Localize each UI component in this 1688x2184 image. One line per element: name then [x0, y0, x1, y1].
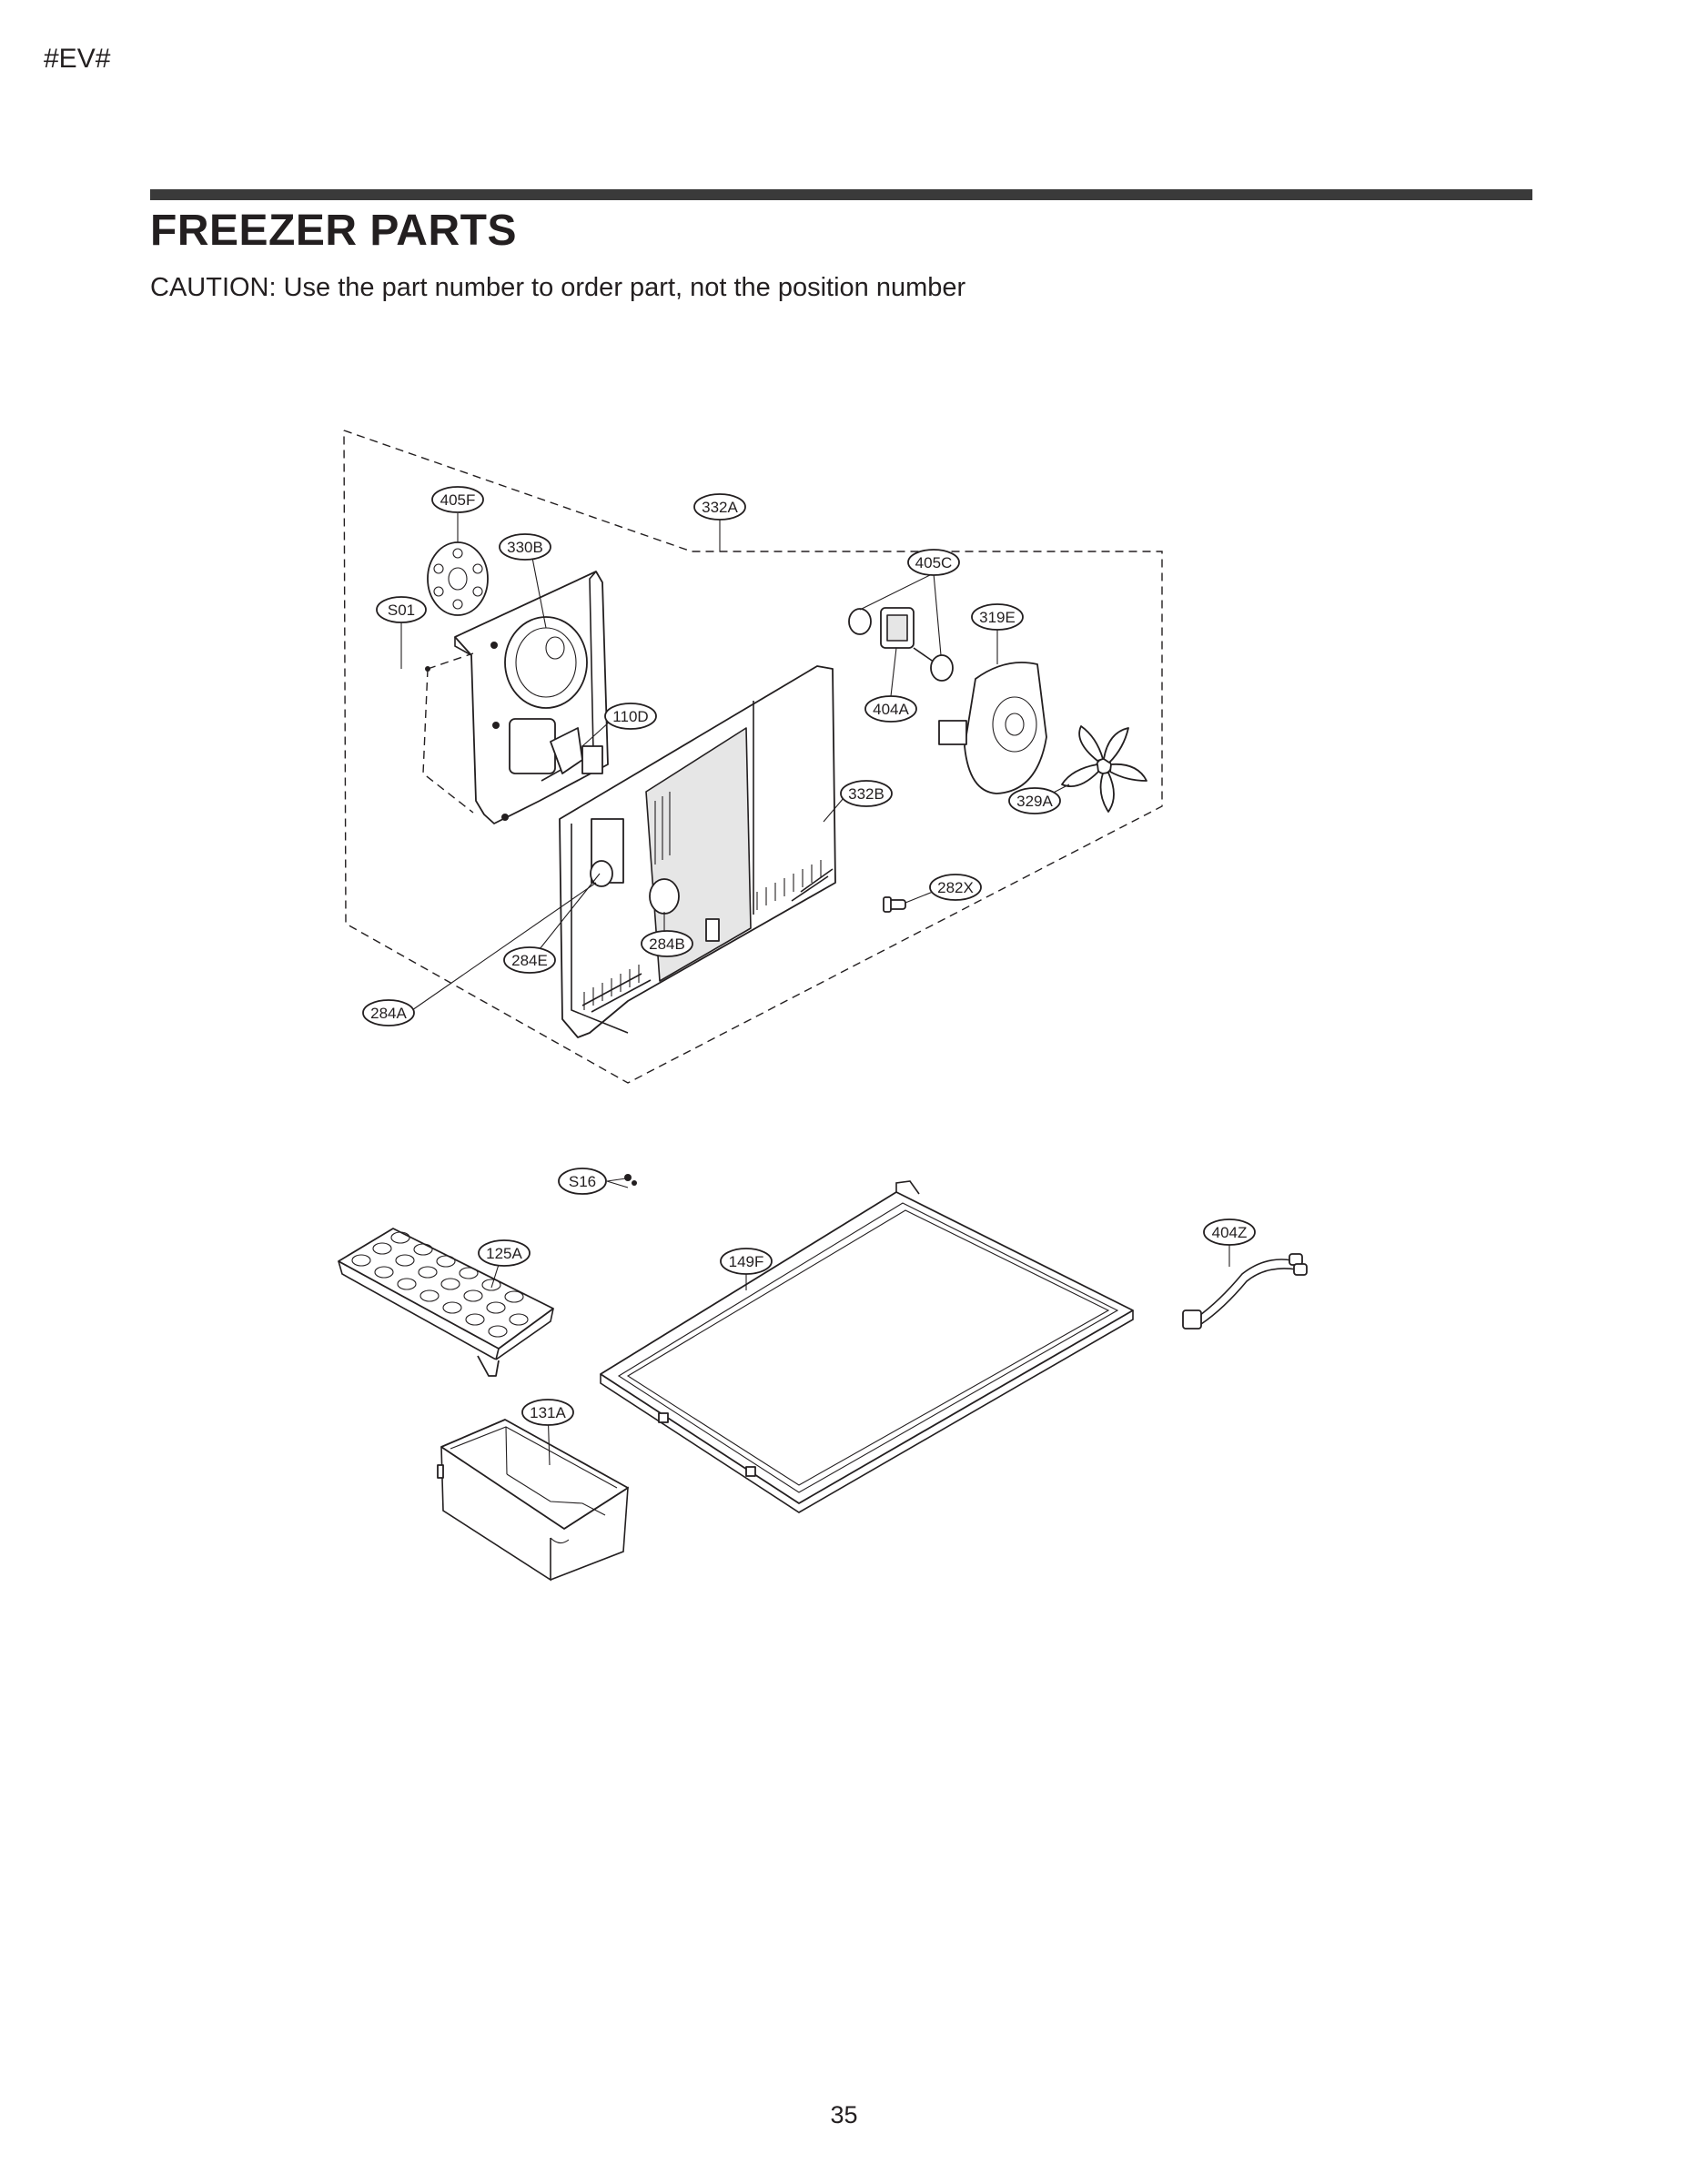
callout-284a: 284A — [362, 999, 415, 1026]
svg-text:404Z: 404Z — [1212, 1224, 1248, 1241]
callout-332b: 332B — [840, 780, 893, 807]
callout-284e: 284E — [503, 946, 556, 974]
page-title: FREEZER PARTS — [150, 207, 517, 255]
part-131a-ice-bin — [437, 1419, 629, 1582]
part-319e-fan-shroud — [938, 662, 1047, 794]
svg-text:131A: 131A — [530, 1404, 566, 1421]
callout-330b: 330B — [499, 533, 551, 561]
callout-s16: S16 — [558, 1168, 607, 1195]
assembly-outline — [343, 430, 1163, 1084]
callout-131a: 131A — [521, 1399, 574, 1426]
part-329a-fan-blade — [1061, 725, 1147, 813]
svg-text:125A: 125A — [486, 1245, 522, 1262]
svg-text:284A: 284A — [370, 1005, 407, 1022]
callout-404z: 404Z — [1203, 1218, 1256, 1246]
svg-text:330B: 330B — [507, 539, 543, 556]
svg-text:282X: 282X — [937, 879, 974, 896]
part-330b-housing-plate — [422, 571, 609, 824]
callout-s01: S01 — [376, 596, 427, 623]
callout-125a: 125A — [478, 1239, 531, 1267]
part-282x-screw — [883, 896, 906, 913]
leader-lines-upper — [400, 513, 1070, 1011]
document-code: #EV# — [44, 44, 111, 74]
svg-text:404A: 404A — [873, 701, 909, 718]
svg-text:284E: 284E — [511, 952, 548, 969]
svg-text:S01: S01 — [388, 602, 415, 619]
caution-note: CAUTION: Use the part number to order pa… — [150, 273, 966, 302]
svg-text:319E: 319E — [979, 609, 1016, 626]
callout-404a: 404A — [864, 695, 917, 723]
title-rule — [150, 189, 1532, 200]
svg-text:332A: 332A — [702, 499, 738, 516]
callout-405f: 405F — [431, 486, 484, 513]
svg-text:S16: S16 — [569, 1173, 596, 1190]
svg-text:405C: 405C — [915, 554, 953, 571]
callout-332a: 332A — [693, 493, 746, 521]
part-404a-fan-motor — [848, 607, 954, 682]
svg-text:332B: 332B — [848, 785, 884, 803]
page-number: 35 — [830, 2101, 858, 2128]
part-125a-ice-tray — [338, 1228, 554, 1377]
callout-110d: 110D — [604, 703, 657, 730]
svg-text:284B: 284B — [649, 935, 685, 953]
callout-282x: 282X — [929, 874, 982, 901]
callout-319e: 319E — [971, 603, 1024, 631]
svg-text:329A: 329A — [1016, 793, 1053, 810]
part-149f-glass-shelf — [600, 1180, 1134, 1513]
part-332b-main-cover — [559, 665, 836, 1038]
part-404z-wire-harness — [1182, 1253, 1308, 1330]
part-s16-screw — [606, 1174, 637, 1188]
svg-text:110D: 110D — [612, 708, 648, 725]
callout-149f: 149F — [720, 1248, 773, 1275]
callout-284b: 284B — [641, 930, 693, 957]
svg-text:149F: 149F — [729, 1253, 764, 1270]
callout-405c: 405C — [907, 549, 960, 576]
callout-329a: 329A — [1008, 787, 1061, 814]
part-405f-gear-disc — [427, 541, 489, 616]
svg-text:405F: 405F — [440, 491, 476, 509]
